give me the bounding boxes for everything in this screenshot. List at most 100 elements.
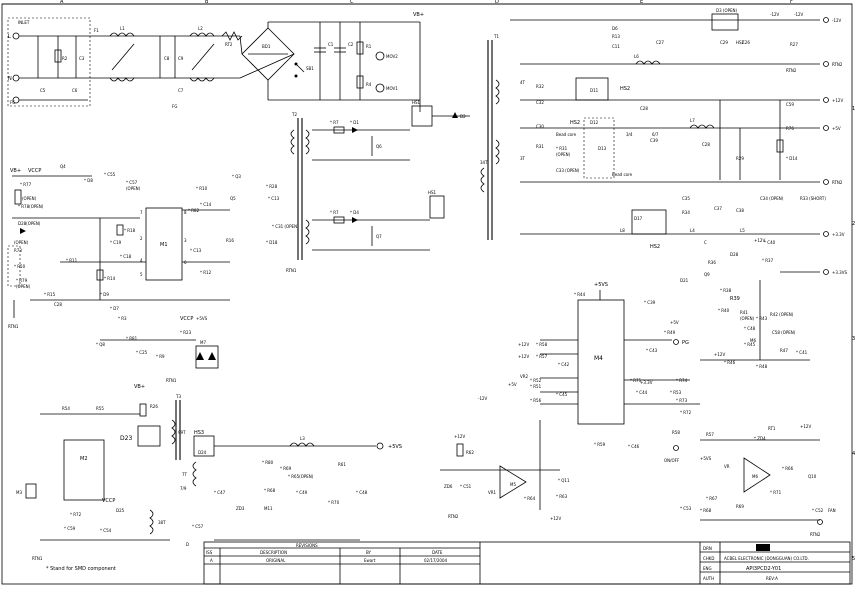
svg-text:(OPEN): (OPEN) [740,316,755,321]
row-number-3: 3 [852,336,855,342]
m1-label: M1 [160,242,168,248]
d23-label: D23 [120,435,132,442]
col-letter-d: D [495,0,499,5]
svg-text:* R9: * R9 [156,354,165,359]
svg-text:VR2: VR2 [520,374,529,379]
svg-text:* C13: * C13 [190,248,202,253]
output-rtn2-a: RTN2 [832,62,843,67]
svg-text:R16: R16 [226,238,234,243]
bead-core-label-b: Bead core [612,172,633,177]
svg-text:R69: R69 [736,504,744,509]
svg-text:* R72: * R72 [680,410,692,415]
svg-text:Q7: Q7 [376,234,382,239]
by-header: BY [366,550,372,555]
svg-text:* R70: * R70 [328,500,340,505]
svg-text:D21: D21 [680,278,689,283]
svg-text:* C46: * C46 [628,444,640,449]
svg-text:* R7: * R7 [330,120,339,125]
inlet-pin-fg: FG [10,100,15,105]
svg-text:C35: C35 [682,196,690,201]
svg-text:R62: R62 [466,450,474,455]
svg-text:* R51: * R51 [530,384,542,389]
svg-text:R55: R55 [96,406,104,411]
svg-text:* R58: * R58 [536,342,548,347]
svg-text:* D9: * D9 [100,292,109,297]
row-number-5: 5 [852,556,855,562]
output-p33v: +3.3V [832,232,845,237]
svg-text:(OPEN): (OPEN) [16,284,31,289]
svg-text:D12: D12 [590,120,599,125]
svg-text:Q6: Q6 [376,144,382,149]
svg-text:HS1: HS1 [428,190,437,195]
inlet-title: INLET [18,20,30,25]
svg-text:* R78(OPEN): * R78(OPEN) [18,204,44,209]
svg-text:* C59: * C59 [64,526,76,531]
col-letter-b: B [205,0,209,5]
desc-header: DESCRIPTION [260,550,287,555]
svg-text:* R57: * R57 [536,354,548,359]
svg-text:* R12: * R12 [200,270,212,275]
vb-plus-label-left: VB+ [10,168,21,174]
svg-text:ZD6: ZD6 [444,484,453,489]
svg-text:* C54: * C54 [100,528,112,533]
svg-text:+5VS: +5VS [196,316,208,321]
svg-text:C11: C11 [612,44,620,49]
svg-text:8: 8 [184,210,187,215]
svg-text:C28: C28 [54,302,62,307]
svg-text:* R40: * R40 [718,308,730,313]
opto-m7: VCCP +5VS M7 * Q8 * R81 * C25 * R9 * R23… [14,264,219,383]
svg-text:L4: L4 [690,228,695,233]
svg-text:R34: R34 [682,210,690,215]
inlet-pin-l: L [8,34,11,40]
mov1-label: MOV1 [386,86,398,91]
r33-label: R33 (SHORT) [800,196,826,201]
c5-label: C5 [40,88,46,93]
p12v-label-fan-b: +12V [550,516,561,521]
c6-label: C6 [72,88,78,93]
svg-text:* R3: * R3 [118,316,127,321]
smd-note: * Stand for SMD component [46,566,116,572]
q5-label: Q5 [230,196,236,201]
svg-text:* C40: * C40 [764,240,776,245]
svg-text:R61: R61 [338,462,346,467]
svg-text:* R48: * R48 [756,364,768,369]
date-header: DATE [432,550,443,555]
svg-text:* C55: * C55 [104,172,116,177]
bead-core-label-a: Bead core [556,132,577,137]
svg-text:38T: 38T [158,520,166,525]
svg-text:* R71: * R71 [770,490,782,495]
pg-label: PG [682,340,689,346]
n12v-label-top-b: -12V [770,12,780,17]
svg-text:VR1: VR1 [488,490,497,495]
p5vs-label-m4: +5VS [594,282,608,288]
choke-l1: L1 [109,26,135,82]
rtn1-label-d: RTN1 [32,556,43,561]
m7-label: M7 [200,340,206,345]
svg-text:* Q11: * Q11 [558,478,570,483]
svg-text:M11: M11 [264,506,273,511]
svg-text:C32: C32 [536,100,544,105]
svg-text:L5: L5 [740,228,745,233]
col-letter-c: C [350,0,354,5]
svg-text:R32: R32 [536,84,544,89]
svg-text:* C57: * C57 [192,524,204,529]
supervisor-m4: M4 +5VS +12V +12V * R58 * R57 * C42 VR2 … [478,282,714,463]
vccp-label-bottom: VCCP [102,498,115,504]
svg-text:D13: D13 [598,146,607,151]
sheet-border [1,3,853,585]
row-number-2: 2 [852,221,855,227]
svg-text:R29: R29 [736,156,744,161]
choke-l2: L2 [189,26,215,82]
inlet-pin-n: N [8,76,12,82]
svg-text:R31: R31 [536,144,544,149]
col-letter-e: E [640,0,643,5]
svg-text:L8: L8 [620,228,625,233]
rtn2-label-m6: RTN2 [810,532,821,537]
svg-text:* D7: * D7 [110,306,119,311]
svg-text:* R65(OPEN): * R65(OPEN) [288,474,314,479]
l2-label: L2 [198,26,203,31]
svg-text:* R23: * R23 [180,330,192,335]
p5vs-label-onoff: +5VS [700,456,712,461]
svg-text:R26: R26 [150,404,158,409]
